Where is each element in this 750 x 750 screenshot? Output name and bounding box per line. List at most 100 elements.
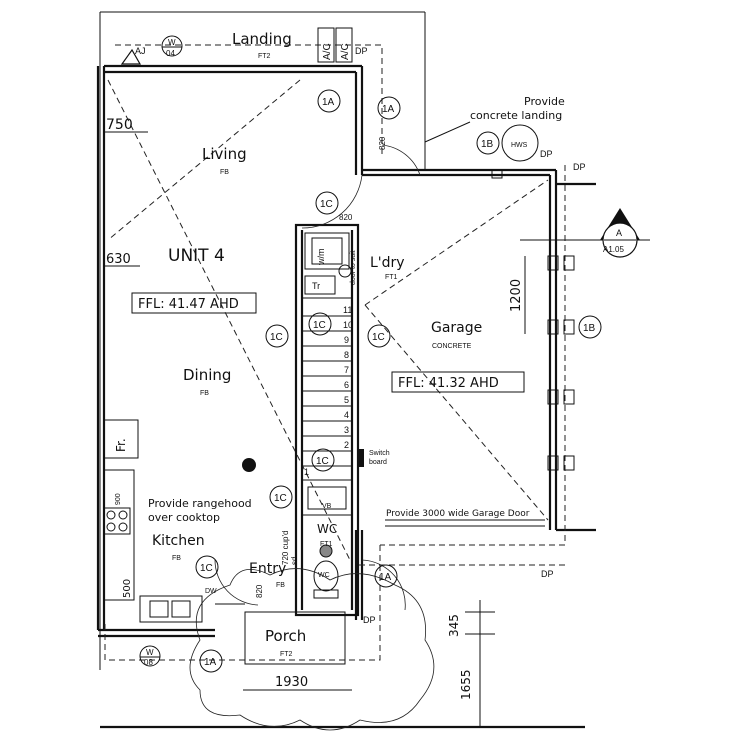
note-switchboard-1: Switch — [369, 450, 390, 457]
tag-1c-lower: 1C — [316, 456, 329, 467]
tag-1c-ldry: 1C — [372, 332, 385, 343]
label-tr: Tr — [312, 281, 320, 291]
ac-label-2: A/C — [340, 43, 351, 60]
room-name-kitchen: Kitchen — [152, 533, 205, 549]
ac-label-1: A/C — [322, 43, 333, 60]
note-garage-door: Provide 3000 wide Garage Door — [386, 509, 530, 519]
label-aj: AJ — [135, 46, 146, 56]
dim-820-ldry: 820 — [339, 213, 353, 222]
tag-1c-wc: 1C — [274, 493, 287, 504]
note-door-to-suit: door to suit — [350, 250, 357, 285]
dim-1655: 1655 — [459, 669, 473, 700]
stair-number: 7 — [344, 365, 349, 375]
window-w04-top: W — [168, 38, 176, 47]
tag-1b-garage: 1B — [583, 323, 596, 334]
note-landing-1: Provide — [524, 95, 565, 108]
dim-500: 500 — [122, 579, 133, 598]
laundry-tub — [304, 232, 350, 270]
note-rangehood-1: Provide rangehood — [148, 497, 252, 510]
note-cupboard-2: sd — [290, 557, 299, 565]
porch-slab — [244, 611, 346, 665]
room-code-laundry: FT1 — [385, 274, 398, 281]
note-cupboard-1: 720 cup'd — [281, 531, 290, 565]
label-dishwasher: DW — [205, 588, 217, 595]
tag-1a-top: 1A — [322, 97, 335, 108]
section-sheet: A1.05 — [603, 245, 624, 254]
ac-unit-1 — [317, 27, 335, 63]
unit-label: UNIT 4 — [168, 246, 225, 266]
stair-number: 1 — [304, 467, 309, 477]
kitchen-benches — [103, 419, 203, 623]
room-code-dining: FB — [200, 390, 209, 397]
dim-1930: 1930 — [275, 675, 308, 690]
sink — [139, 595, 203, 623]
level-box-unit — [131, 292, 257, 314]
living-diagonal-2 — [107, 79, 301, 241]
section-marker — [520, 208, 650, 258]
stair-number: 11 — [343, 305, 352, 315]
door-swing-landing — [381, 144, 421, 176]
ac-unit-2 — [335, 27, 353, 63]
tag-1a-door: 1A — [382, 104, 395, 115]
room-code-porch: FT2 — [280, 651, 293, 658]
label-dp-3: DP — [573, 162, 586, 172]
stair-number: 3 — [344, 425, 349, 435]
dim-820-landing: 820 — [378, 136, 387, 150]
label-dp-1: DP — [355, 46, 368, 56]
room-name-landing: Landing — [232, 30, 292, 48]
smoke-detector-icon — [242, 458, 256, 472]
tag-1c-820: 1C — [320, 199, 333, 210]
eave-line-porch — [104, 545, 381, 661]
note-switchboard-2: board — [369, 459, 387, 466]
stair-number: 2 — [344, 440, 349, 450]
dim-750: 750 — [106, 117, 133, 133]
garage-posts — [491, 169, 575, 471]
label-dp-5: DP — [363, 615, 376, 625]
stair-number: 6 — [344, 380, 349, 390]
room-name-entry: Entry — [249, 561, 286, 577]
tub-tr — [304, 275, 336, 295]
label-dp-2: DP — [540, 149, 553, 159]
stair-number: 10 — [343, 320, 353, 330]
tag-1c-left: 1C — [270, 332, 283, 343]
garage-diagonal-2 — [364, 304, 549, 521]
stair-number: 4 — [344, 410, 349, 420]
room-code-entry: FB — [276, 582, 285, 589]
cooktop — [103, 507, 131, 535]
note-landing-2: concrete landing — [470, 109, 562, 122]
stair-treads — [302, 315, 352, 467]
dim-630: 630 — [106, 252, 131, 267]
stair-core — [294, 223, 360, 617]
tag-circles — [139, 35, 602, 673]
room-code-garage: CONCRETE — [432, 343, 472, 350]
wc-pan — [313, 560, 339, 592]
level-box-garage — [391, 371, 525, 393]
garage-diagonal-1 — [364, 179, 549, 306]
stair-number: 5 — [344, 395, 349, 405]
room-name-porch: Porch — [265, 627, 306, 645]
door-swing-entry — [361, 559, 406, 611]
label-hws: HWS — [511, 142, 528, 149]
vanity-basin — [307, 486, 347, 510]
dimension-lines — [104, 131, 526, 727]
landscaping-outline — [189, 568, 435, 731]
room-code-kitchen: FB — [172, 555, 181, 562]
floor-waste — [338, 264, 352, 278]
level-garage: FFL: 41.32 AHD — [398, 376, 499, 391]
window-w08-top: W — [146, 648, 154, 657]
garage-walls — [354, 168, 596, 620]
dim-900: 900 — [115, 493, 122, 505]
label-fridge: Fr. — [114, 438, 128, 452]
room-name-dining: Dining — [183, 366, 231, 384]
room-code-wc: FT1 — [320, 541, 333, 548]
label-wc-pan: WC — [318, 572, 330, 579]
tag-1a-entry: 1A — [379, 572, 392, 583]
room-code-living: FB — [220, 169, 229, 176]
dim-820-entry: 820 — [255, 584, 264, 598]
room-name-living: Living — [202, 145, 247, 163]
dim-1200: 1200 — [509, 279, 524, 312]
window-w04-bot: 04 — [166, 49, 175, 58]
note-rangehood-2: over cooktop — [148, 511, 220, 524]
room-name-laundry: L'dry — [370, 255, 405, 271]
